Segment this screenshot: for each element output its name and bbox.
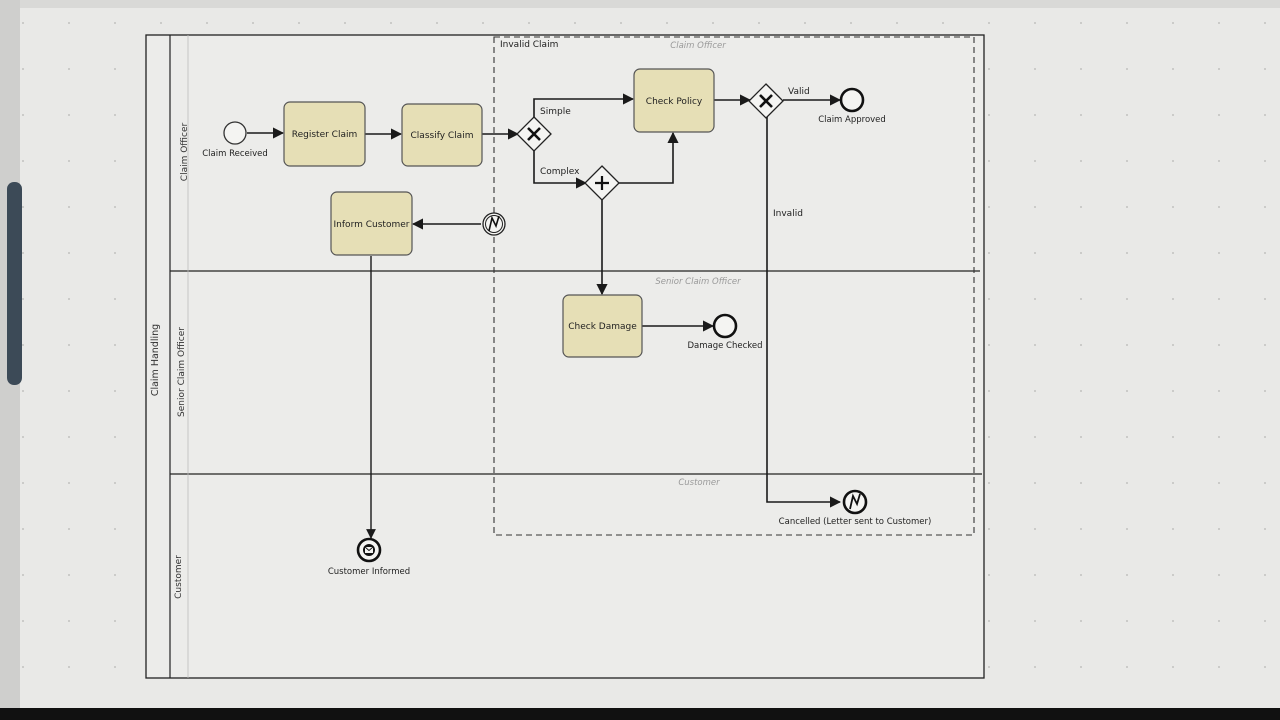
watermark-claim-officer: Claim Officer (670, 41, 726, 51)
task-label: Classify Claim (411, 131, 474, 141)
flow-label-simple: Simple (540, 107, 571, 117)
task-box[interactable] (401, 103, 483, 167)
watermark-senior-claim-officer: Senior Claim Officer (655, 277, 741, 287)
lane-label-customer: Customer (174, 555, 184, 599)
intermediate-event-outer[interactable] (482, 212, 506, 236)
task-box[interactable] (283, 101, 366, 167)
x-gateway-icon (759, 94, 773, 108)
start-event-circle[interactable] (223, 121, 247, 145)
task-register-claim[interactable]: Register Claim (283, 101, 366, 167)
task-box[interactable] (633, 68, 715, 133)
screen-bottom-bezel (0, 708, 1280, 720)
sequence-flows (247, 93, 842, 539)
plus-gateway-icon (595, 176, 609, 190)
flow-invalid (766, 117, 842, 508)
pool-label: Claim Handling (150, 324, 161, 396)
end-event-circle[interactable] (839, 87, 865, 113)
task-check-policy[interactable]: Check Policy (633, 68, 715, 133)
task-label: Inform Customer (334, 220, 410, 230)
gateway-parallel[interactable] (584, 165, 620, 201)
intermediate-event-inner (485, 215, 503, 233)
task-box[interactable] (562, 294, 643, 358)
task-label: Register Claim (292, 130, 357, 140)
group-invalid-claim: Invalid Claim Claim Officer Senior Claim… (493, 36, 975, 536)
end-event-claim-approved[interactable]: Claim Approved (818, 87, 886, 125)
group-border (493, 36, 975, 536)
task-label: Check Damage (568, 322, 637, 332)
pool-claim-handling: Claim Handling Claim Officer Senior Clai… (145, 34, 985, 679)
gateway-classify[interactable] (516, 116, 552, 152)
flow-simple (533, 93, 635, 117)
flow-label-complex: Complex (540, 167, 580, 177)
boundary-error-event[interactable] (482, 212, 506, 236)
watermark-customer: Customer (678, 478, 720, 488)
event-label: Customer Informed (328, 567, 410, 577)
task-classify-claim[interactable]: Classify Claim (401, 103, 483, 167)
event-label: Damage Checked (687, 341, 762, 351)
x-gateway-icon (527, 127, 541, 141)
group-label: Invalid Claim (500, 40, 558, 50)
flow-label-invalid: Invalid (773, 209, 803, 219)
flow-label-valid: Valid (788, 87, 810, 97)
flow-complex (533, 150, 588, 189)
task-inform-customer[interactable]: Inform Customer (330, 191, 413, 256)
pool-border (145, 34, 985, 679)
flow-parallel-to-check-policy (619, 131, 679, 184)
gateway-policy-result[interactable] (748, 83, 784, 119)
start-event-claim-received[interactable]: Claim Received (202, 121, 268, 159)
task-box[interactable] (330, 191, 413, 256)
event-label: Claim Received (202, 149, 268, 159)
vertical-scrollbar-thumb[interactable] (7, 182, 22, 385)
end-event-damage-checked[interactable]: Damage Checked (687, 313, 763, 351)
event-label: Claim Approved (818, 115, 886, 125)
envelope-icon (364, 546, 374, 553)
end-event-circle[interactable] (712, 313, 738, 339)
end-event-customer-informed[interactable]: Customer Informed (328, 537, 410, 577)
lightning-icon (488, 215, 500, 232)
lightning-icon (849, 493, 861, 510)
lane-label-senior-claim-officer: Senior Claim Officer (177, 327, 187, 417)
event-label: Cancelled (Letter sent to Customer) (779, 517, 932, 527)
task-check-damage[interactable]: Check Damage (562, 294, 643, 358)
lane-label-claim-officer: Claim Officer (180, 123, 190, 182)
task-label: Check Policy (646, 97, 703, 107)
end-event-cancelled[interactable]: Cancelled (Letter sent to Customer) (779, 489, 932, 527)
